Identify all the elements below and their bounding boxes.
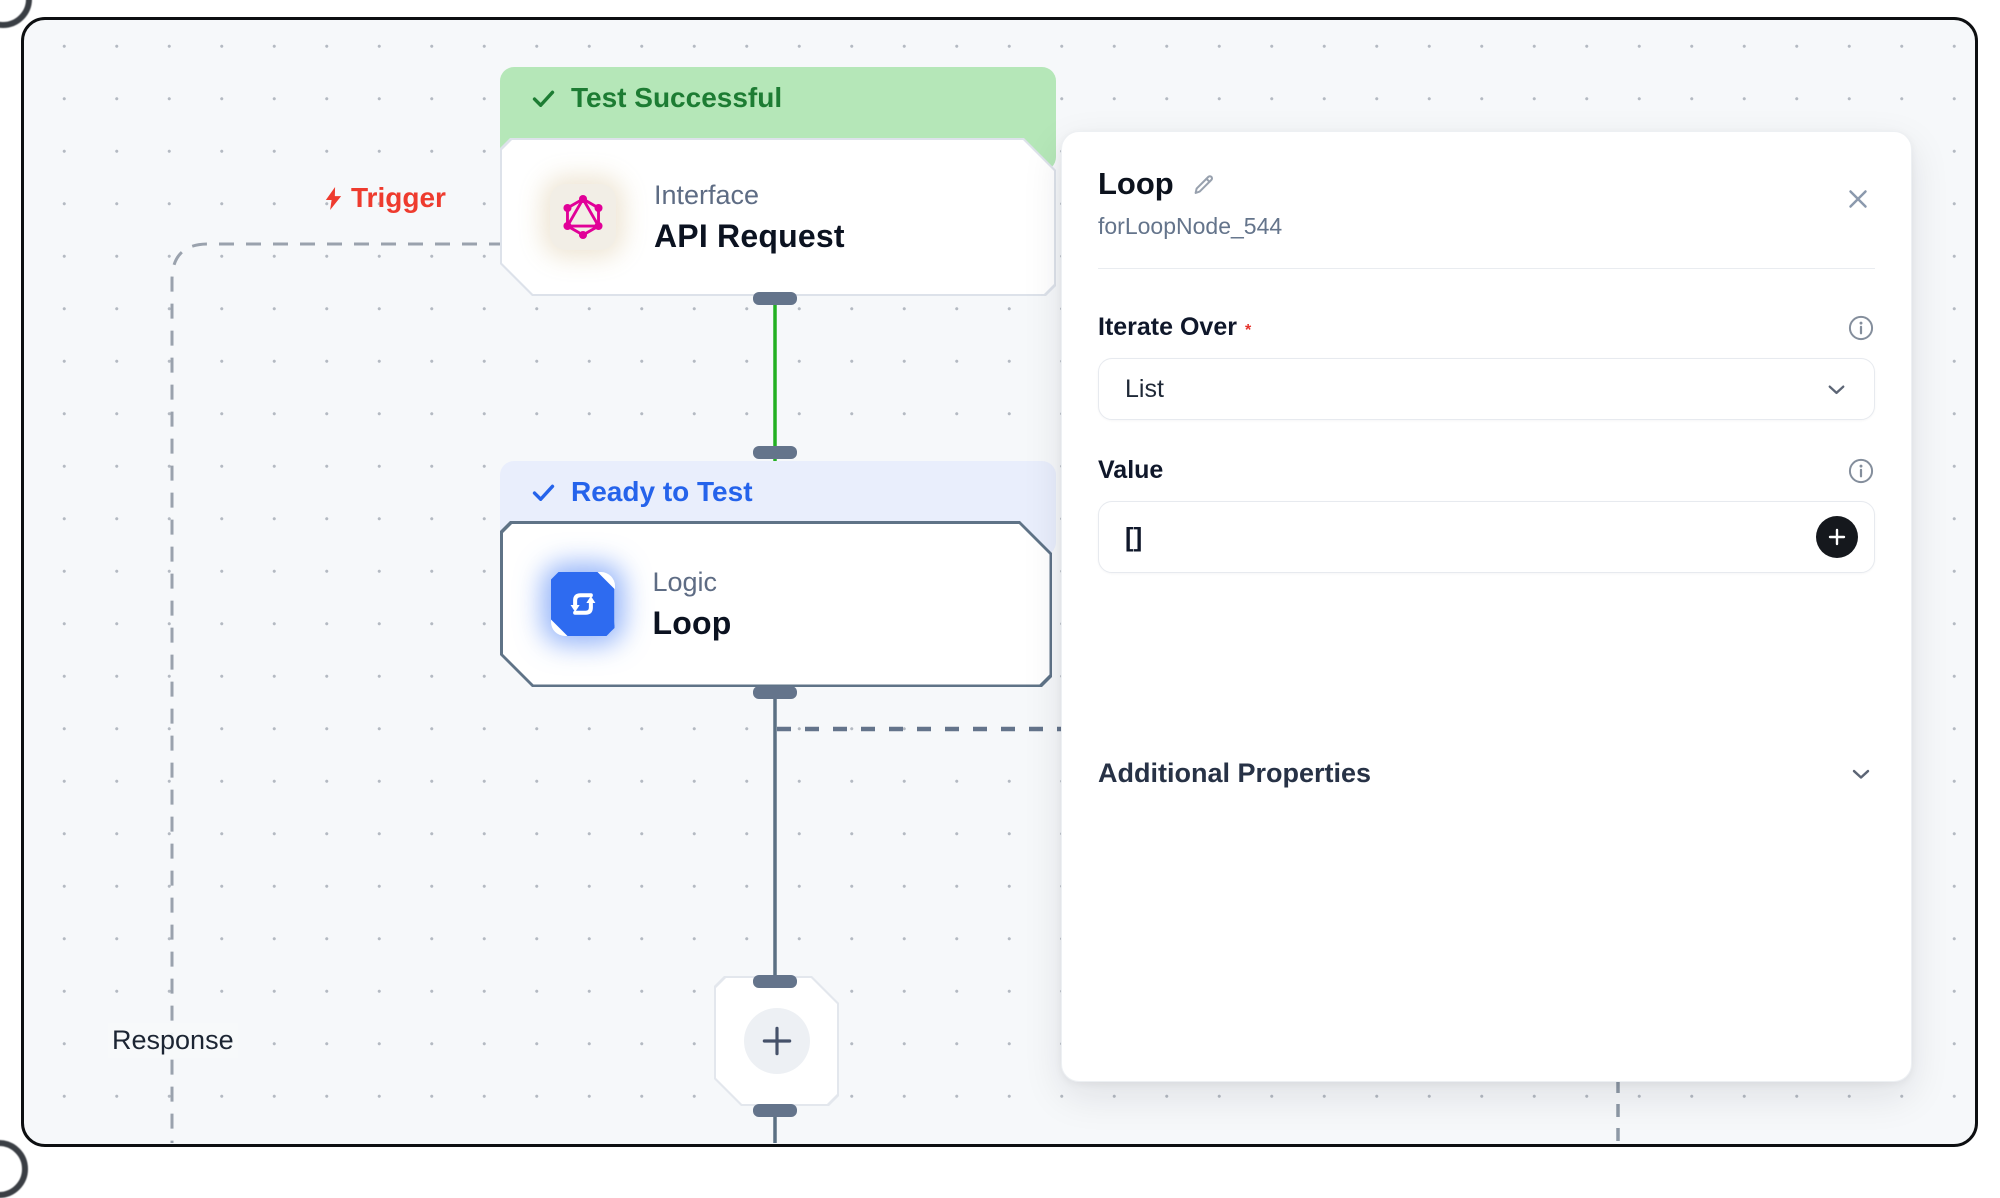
value-input-text: [] [1125, 521, 1143, 552]
add-step-circle[interactable] [744, 1008, 810, 1074]
loop-node-output-port[interactable] [753, 686, 797, 699]
trigger-label-text: Trigger [351, 182, 446, 213]
add-step-node[interactable] [714, 976, 839, 1106]
value-label: Value [1098, 456, 1164, 484]
panel-title: Loop [1098, 166, 1174, 201]
additional-properties-label: Additional Properties [1098, 758, 1372, 788]
trigger-edge-label: Trigger [320, 182, 446, 214]
background-window-corner [0, 1140, 28, 1198]
response-edge-label: Response [108, 1023, 238, 1058]
graphql-icon [560, 194, 606, 240]
api-node-output-port[interactable] [753, 292, 797, 305]
iterate-over-value: List [1125, 374, 1164, 403]
edit-pencil-icon[interactable] [1190, 171, 1217, 198]
lightning-bolt-icon [325, 186, 342, 210]
value-input[interactable]: [] [1098, 501, 1875, 573]
loop-node-input-port[interactable] [753, 446, 797, 459]
loop-node-status-text: Ready to Test [571, 476, 753, 507]
loop-node-category: Logic [652, 566, 718, 597]
loop-repeat-icon [562, 583, 604, 625]
loop-node-icon-container [551, 572, 615, 636]
panel-divider [1098, 268, 1875, 269]
workflow-canvas: Trigger Response Test Successful [21, 17, 1978, 1147]
add-step-output-port[interactable] [753, 1104, 797, 1117]
api-node-title: API Request [654, 217, 845, 254]
loop-node-title: Loop [652, 604, 732, 641]
add-value-button[interactable] [1816, 516, 1858, 558]
close-icon [1849, 190, 1867, 208]
chevron-down-icon [1828, 385, 1845, 394]
panel-node-id: forLoopNode_544 [1098, 213, 1283, 239]
check-icon [532, 484, 555, 501]
api-node-category: Interface [654, 179, 760, 210]
loop-node[interactable]: Logic Loop [500, 521, 1052, 687]
plus-icon [1828, 528, 1846, 546]
check-icon [532, 90, 555, 107]
additional-properties-toggle[interactable]: Additional Properties [1098, 758, 1875, 789]
api-request-node[interactable]: Interface API Request [500, 138, 1056, 296]
api-node-icon-container [550, 184, 616, 250]
iterate-over-label: Iterate Over [1098, 313, 1237, 341]
node-config-panel: Loop forLoopNode_544 Iterate Over * [1061, 131, 1912, 1082]
panel-close-button[interactable] [1841, 182, 1875, 216]
plus-icon [758, 1022, 796, 1060]
info-icon[interactable] [1847, 314, 1875, 342]
api-node-status-text: Test Successful [571, 82, 783, 113]
required-asterisk: * [1244, 322, 1252, 339]
chevron-down-icon [1852, 769, 1870, 779]
add-step-input-port[interactable] [753, 975, 797, 988]
trigger-response-edge [170, 242, 504, 1143]
info-icon[interactable] [1847, 457, 1875, 485]
iterate-over-select[interactable]: List [1098, 358, 1875, 420]
